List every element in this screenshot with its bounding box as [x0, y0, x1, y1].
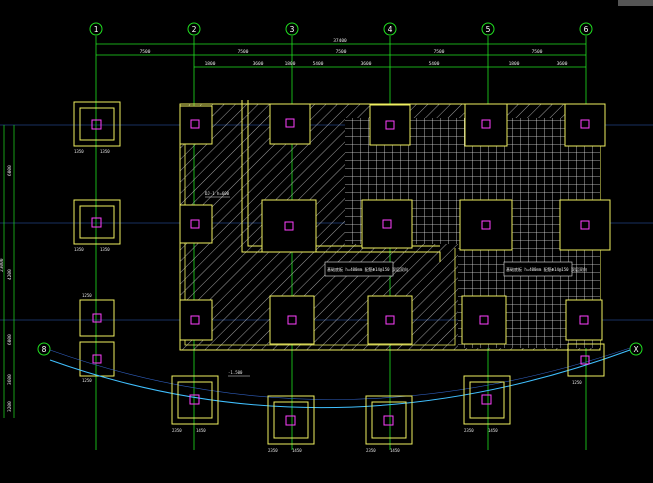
- slab-note-2: 基础底板 h=400mm 配筋Φ14@150 双层双向: [506, 266, 587, 272]
- svg-text:1350: 1350: [74, 149, 84, 154]
- axis-bubble-6: 6: [579, 22, 593, 36]
- svg-text:7500: 7500: [336, 49, 347, 55]
- axis-bubble-4: 4: [383, 22, 397, 36]
- svg-text:1450: 1450: [292, 448, 302, 453]
- svg-text:2: 2: [192, 25, 197, 34]
- curved-axis-line: [49, 347, 631, 400]
- svg-text:1250: 1250: [82, 378, 92, 383]
- svg-text:3200: 3200: [7, 401, 13, 412]
- curved-edge-line: [49, 349, 631, 409]
- svg-text:7500: 7500: [532, 49, 543, 55]
- svg-text:1350: 1350: [100, 247, 110, 252]
- svg-text:1250: 1250: [572, 380, 582, 385]
- svg-text:3600: 3600: [253, 61, 264, 67]
- bottom-footings: [171, 343, 605, 445]
- top-dimension-lines: [96, 43, 586, 68]
- svg-text:1: 1: [94, 25, 99, 34]
- svg-text:1450: 1450: [390, 448, 400, 453]
- svg-text:1450: 1450: [196, 428, 206, 433]
- svg-text:5400: 5400: [313, 61, 324, 67]
- svg-text:7500: 7500: [140, 49, 151, 55]
- axis-bubble-5: 5: [481, 22, 495, 36]
- svg-text:1250: 1250: [82, 293, 92, 298]
- axis-bubbles: 1 2 3 4 5 6 8 X: [37, 22, 643, 356]
- bottom-footing-dims: 2350 1450 2350 1450 2350 1450 2350 1450 …: [172, 380, 582, 453]
- top-dimension-text: 37400 7500 7500 7500 7500 7500 1800 3600…: [140, 38, 568, 67]
- svg-text:8: 8: [42, 345, 47, 354]
- toolbar-strip: [618, 0, 653, 6]
- svg-text:2350: 2350: [464, 428, 474, 433]
- annotations: 基础底板 h=400mm 配筋Φ14@150 双层双向 基础底板 h=400mm…: [205, 191, 587, 377]
- svg-text:2350: 2350: [366, 448, 376, 453]
- svg-text:6: 6: [584, 25, 589, 34]
- svg-text:3600: 3600: [7, 374, 13, 385]
- svg-text:3600: 3600: [361, 61, 372, 67]
- slab-note-1: 基础底板 h=400mm 配筋Φ14@150 双层双向: [327, 266, 408, 272]
- svg-text:2350: 2350: [172, 428, 182, 433]
- svg-text:2350: 2350: [268, 448, 278, 453]
- left-footing-dims: 1350 1350 1350 1350 1250 1250: [74, 149, 110, 383]
- bottom-columns: [189, 355, 590, 426]
- footing-note: DJ-1 h=600: [205, 191, 230, 196]
- svg-text:3600: 3600: [557, 61, 568, 67]
- svg-text:7500: 7500: [238, 49, 249, 55]
- svg-text:3: 3: [290, 25, 295, 34]
- svg-text:4200: 4200: [7, 269, 13, 280]
- axis-bubble-2: 2: [187, 22, 201, 36]
- svg-text:23000: 23000: [0, 258, 5, 272]
- svg-text:1800: 1800: [205, 61, 216, 67]
- interior-columns: [190, 118, 590, 325]
- axis-bubble-3: 3: [285, 22, 299, 36]
- svg-text:1350: 1350: [100, 149, 110, 154]
- svg-text:5400: 5400: [429, 61, 440, 67]
- elev-note: -1.500: [228, 370, 243, 375]
- svg-text:1800: 1800: [285, 61, 296, 67]
- left-isolated-footings: [73, 101, 121, 377]
- svg-text:1800: 1800: [509, 61, 520, 67]
- svg-text:6000: 6000: [7, 165, 13, 176]
- dim-total: 37400: [333, 38, 347, 44]
- svg-text:6000: 6000: [7, 334, 13, 345]
- left-dimension-lines: [3, 125, 15, 418]
- axis-bubble-1: 1: [89, 22, 103, 36]
- svg-text:5: 5: [486, 25, 491, 34]
- svg-text:4: 4: [388, 25, 393, 34]
- svg-text:7500: 7500: [434, 49, 445, 55]
- left-columns: [91, 119, 102, 364]
- interior-footings: [179, 103, 611, 345]
- left-dimension-text: 6000 4200 6000 3600 3200 23000: [0, 165, 13, 412]
- axis-bubble-x: X: [629, 342, 643, 356]
- axis-bubble-8: 8: [37, 342, 51, 356]
- svg-text:X: X: [634, 345, 639, 354]
- svg-text:1450: 1450: [488, 428, 498, 433]
- svg-text:1350: 1350: [74, 247, 84, 252]
